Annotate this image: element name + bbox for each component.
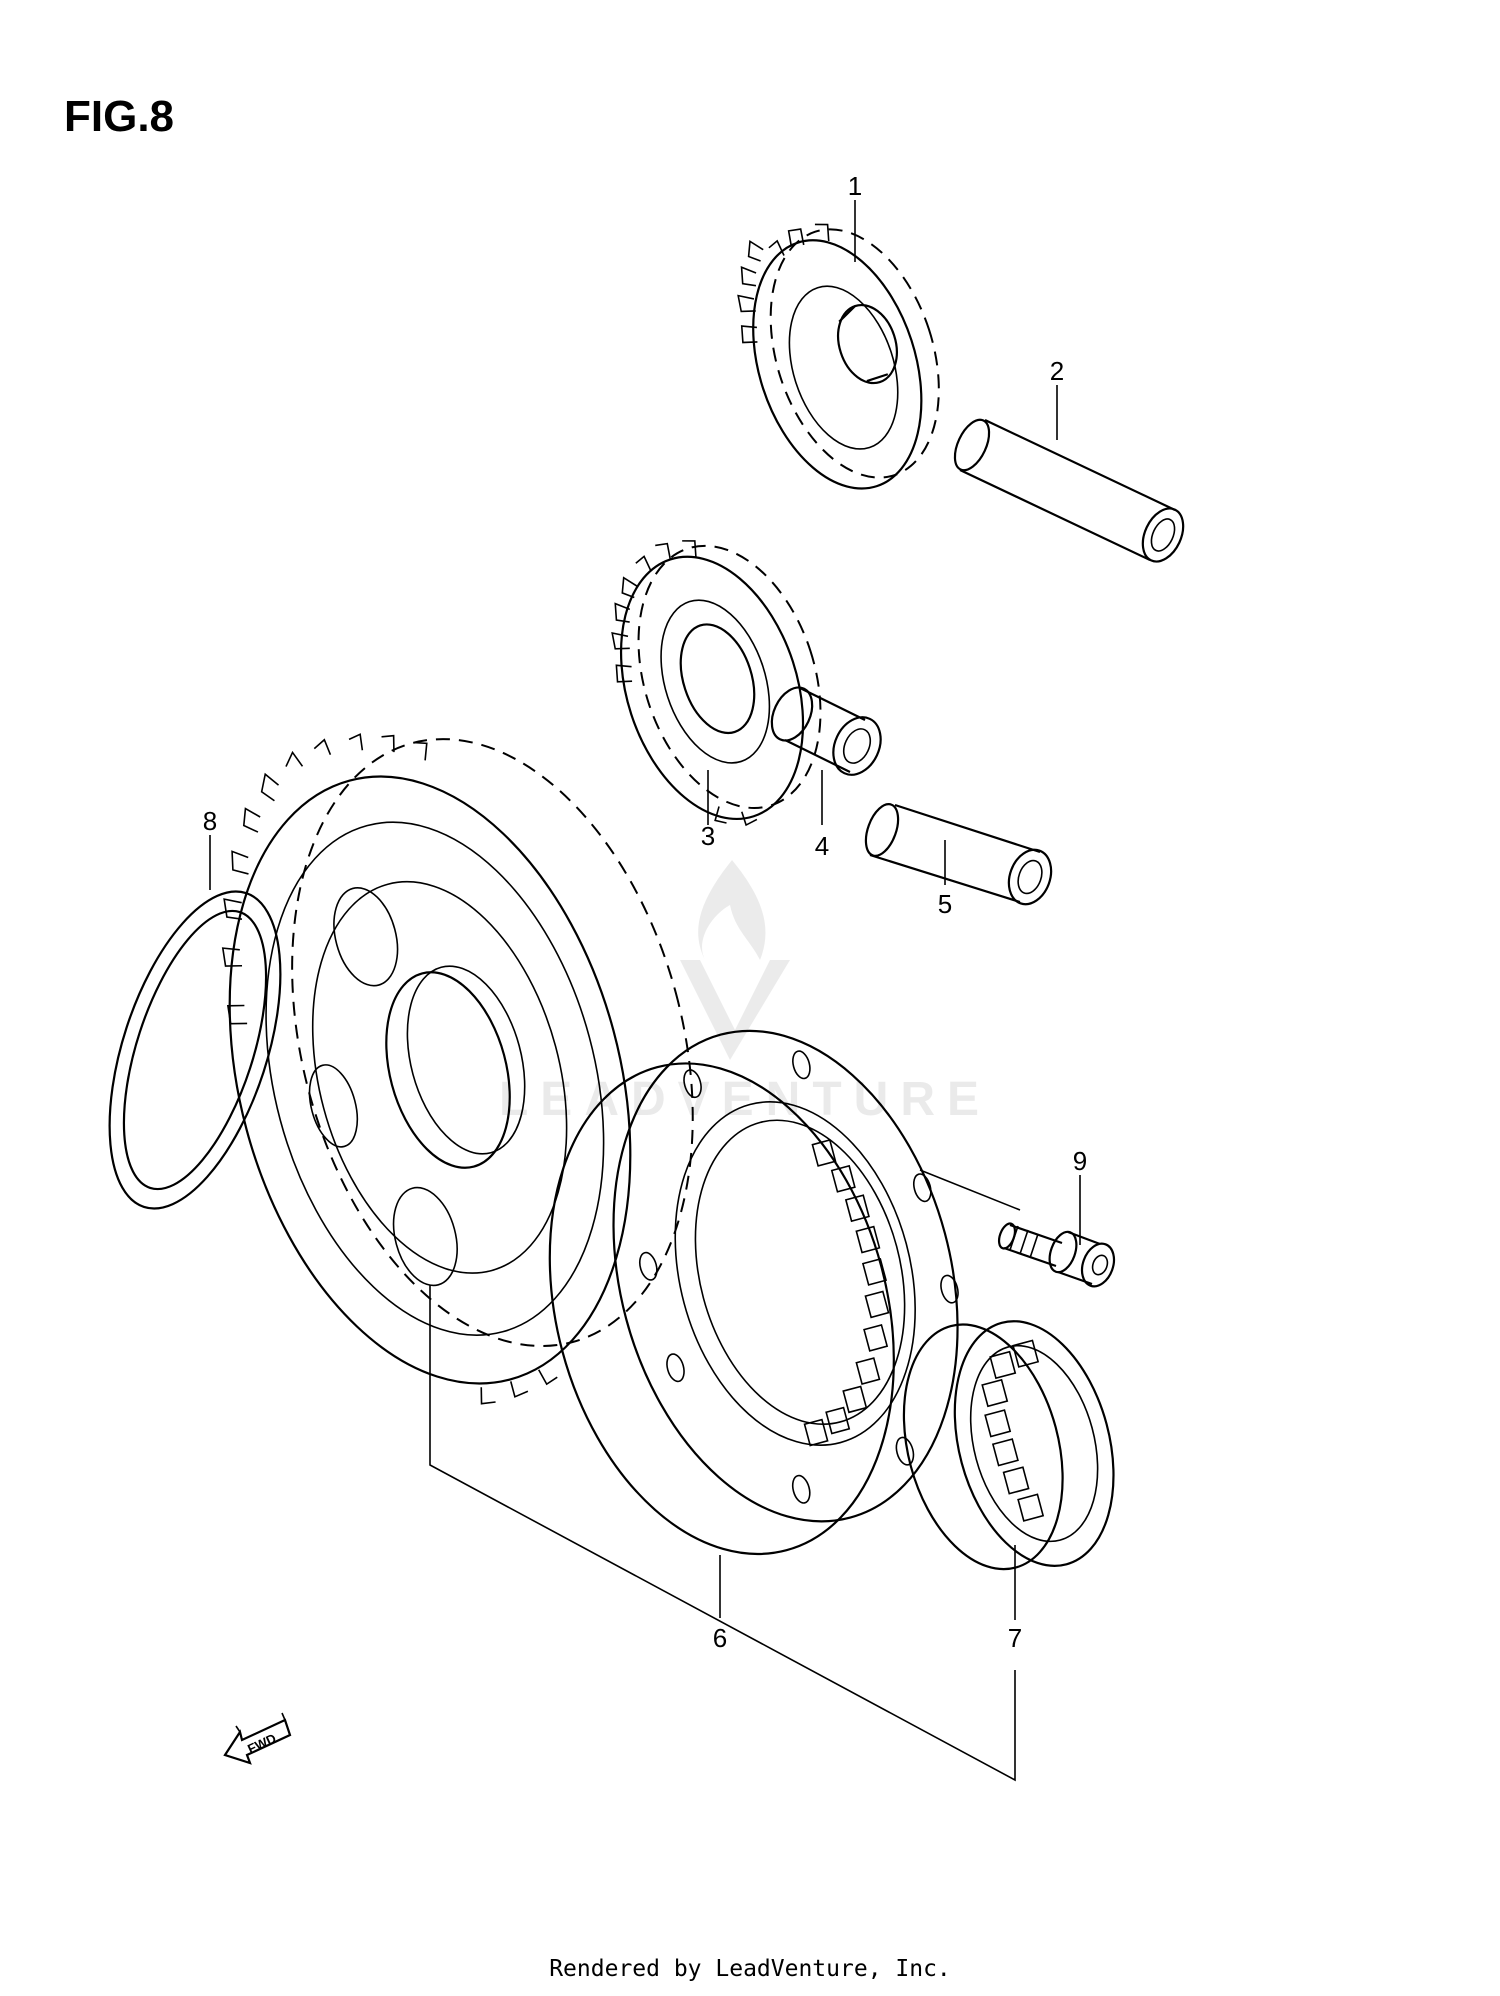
one-way-clutch-sprags	[803, 1139, 890, 1447]
leader-6-bracket	[429, 1285, 1016, 1782]
part-7-needles	[981, 1339, 1045, 1522]
callout-1: 1	[848, 171, 862, 201]
watermark-text: LEADVENTURE	[499, 1073, 991, 1126]
part-3-gear	[611, 540, 822, 827]
callouts: 1 2 3 4 5 6 7 8 9	[203, 171, 1087, 1653]
part-7-bearing	[902, 1320, 1115, 1571]
callout-5: 5	[938, 889, 952, 919]
part-6-teeth	[221, 733, 558, 1405]
callout-7: 7	[1008, 1623, 1022, 1653]
part-5-shaft	[864, 803, 1053, 906]
part-6-clutch-gear	[221, 733, 694, 1405]
figure-title: FIG.8	[64, 92, 175, 141]
leadventure-watermark: LEADVENTURE	[499, 860, 991, 1126]
callout-6: 6	[713, 1623, 727, 1653]
fwd-label: FWD	[245, 1730, 278, 1756]
part-2-shaft	[953, 418, 1185, 563]
callout-9: 9	[1073, 1146, 1087, 1176]
part-3-teeth	[611, 540, 758, 827]
part-1-gear	[737, 223, 940, 490]
callout-8: 8	[203, 806, 217, 836]
part-9-bolt	[919, 1169, 1116, 1288]
part-6-one-way-clutch	[548, 1029, 959, 1556]
callout-4: 4	[815, 831, 829, 861]
callout-3: 3	[701, 821, 715, 851]
part-1-teeth	[737, 223, 830, 344]
part-4-bush	[770, 686, 882, 776]
footer-credit: Rendered by LeadVenture, Inc.	[549, 1956, 951, 1982]
callout-2: 2	[1050, 356, 1064, 386]
fwd-arrow-icon: FWD	[223, 1712, 292, 1765]
leader-lines	[209, 200, 1081, 1782]
